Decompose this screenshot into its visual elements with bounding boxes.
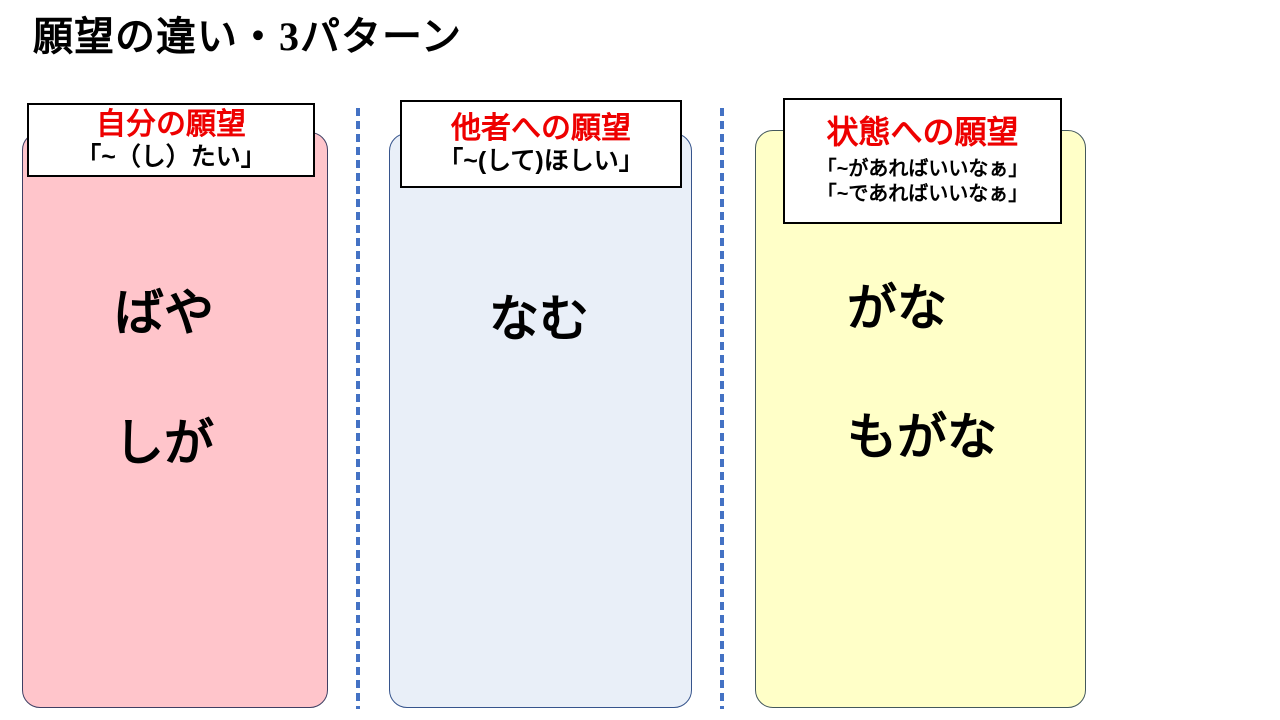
header-title-state-desire: 状態への願望 xyxy=(826,114,1019,150)
word-baya: ばや xyxy=(114,285,214,341)
header-pattern-lines: 「~があればいいなぁ」 「~であればいいなぁ」 xyxy=(817,157,1029,207)
word-namu: なむ xyxy=(489,291,589,347)
column-state-desire: がな もがな xyxy=(755,130,1086,708)
column-others-desire: なむ xyxy=(389,133,692,708)
word-gana: がな xyxy=(847,280,947,336)
column-self-desire: ばや しが xyxy=(22,132,328,708)
divider-dashed-line-1 xyxy=(356,108,360,709)
header-self-desire: 自分の願望 「~（し）たい」 xyxy=(27,103,315,177)
header-pattern-others-desire: 「~(して)ほしい」 xyxy=(438,147,644,175)
header-pattern-state-desire-2: 「~であればいいなぁ」 xyxy=(816,183,1029,205)
header-state-desire: 状態への願望 「~があればいいなぁ」 「~であればいいなぁ」 xyxy=(783,98,1062,224)
word-mogana: もがな xyxy=(847,409,997,465)
divider-dashed-line-2 xyxy=(720,108,724,709)
header-title-others-desire: 他者への願望 xyxy=(451,112,631,145)
header-pattern-state-desire-1: 「~があればいいなぁ」 xyxy=(816,158,1029,180)
header-pattern-self-desire: 「~（し）たい」 xyxy=(76,143,266,171)
header-others-desire: 他者への願望 「~(して)ほしい」 xyxy=(400,100,682,188)
word-shiga: しが xyxy=(114,415,214,471)
slide-title: 願望の違い・3パターン xyxy=(33,14,462,59)
header-title-self-desire: 自分の願望 xyxy=(96,108,246,141)
